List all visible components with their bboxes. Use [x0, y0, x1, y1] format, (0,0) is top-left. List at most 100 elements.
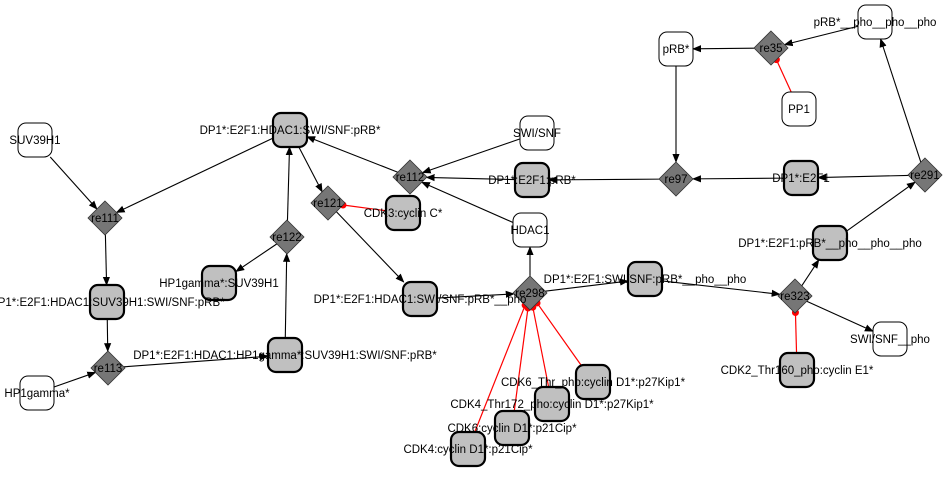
simple-node-shape[interactable]	[872, 321, 908, 357]
species-node[interactable]	[384, 194, 422, 232]
simple-node-shape[interactable]	[857, 4, 893, 40]
species-label: DP1*:E2F1:HDAC1:SWI/SNF:pRB*	[200, 125, 381, 137]
species-label: DP1*:E2F1	[772, 173, 830, 185]
simple-node-shape[interactable]	[19, 375, 55, 411]
reaction-node[interactable]	[269, 219, 305, 255]
species-label: CDK2_Thr160_pho:cyclin E1*	[721, 365, 874, 377]
reaction-node[interactable]	[907, 157, 943, 193]
complex-node-shape[interactable]	[778, 351, 816, 389]
reaction-node[interactable]	[392, 159, 428, 195]
reaction-edge	[235, 243, 278, 273]
species-node[interactable]	[513, 161, 551, 199]
reaction-label: re121	[313, 198, 342, 210]
reaction-edge	[285, 146, 293, 221]
complex-node-shape[interactable]	[384, 194, 422, 232]
species-label: CDK6_Thr_pho:cyclin D1*:p27Kip1*	[501, 377, 686, 389]
complex-node-shape[interactable]	[811, 224, 849, 262]
reaction-edge	[661, 280, 781, 297]
reaction-node[interactable]	[87, 200, 123, 236]
species-node[interactable]	[88, 283, 126, 321]
reaction-label: re113	[94, 363, 123, 375]
species-node[interactable]	[449, 430, 487, 468]
simple-node-shape[interactable]	[519, 115, 555, 151]
reaction-diamond[interactable]	[269, 219, 305, 255]
reaction-node[interactable]	[753, 30, 789, 66]
complex-node-shape[interactable]	[574, 363, 612, 401]
species-label: DP1*:E2F1:pRB*__pho__pho__pho	[738, 238, 922, 250]
species-node[interactable]	[658, 31, 694, 67]
reaction-diamond[interactable]	[907, 157, 943, 193]
complex-node-shape[interactable]	[533, 385, 571, 423]
species-node[interactable]	[781, 91, 817, 127]
reaction-label: re122	[272, 232, 301, 244]
modifier-edge	[513, 307, 529, 412]
reaction-edge	[783, 25, 859, 47]
species-node[interactable]	[872, 321, 908, 357]
reaction-edge	[817, 173, 909, 181]
modifier-edge	[536, 302, 582, 366]
species-node[interactable]	[626, 260, 664, 298]
simple-node-shape[interactable]	[781, 91, 817, 127]
complex-node-shape[interactable]	[88, 283, 126, 321]
species-node[interactable]	[857, 4, 893, 40]
species-label: DP1*:E2F1:HDAC1:HP1gamma*:SUV39H1:SWI/SN…	[133, 350, 437, 362]
species-node[interactable]	[782, 159, 820, 197]
complex-node-shape[interactable]	[401, 280, 439, 318]
complex-node-shape[interactable]	[513, 161, 551, 199]
complex-node-shape[interactable]	[449, 430, 487, 468]
species-node[interactable]	[493, 409, 531, 447]
reaction-edge	[335, 211, 405, 283]
reaction-diamond[interactable]	[777, 278, 813, 314]
reaction-node[interactable]	[90, 350, 126, 386]
species-node[interactable]	[266, 336, 304, 374]
complex-node-shape[interactable]	[782, 159, 820, 197]
reaction-node[interactable]	[658, 161, 694, 197]
species-node[interactable]	[778, 351, 816, 389]
reaction-diamond[interactable]	[658, 161, 694, 197]
species-node[interactable]	[401, 280, 439, 318]
reaction-diamond[interactable]	[753, 30, 789, 66]
reaction-diamond[interactable]	[512, 275, 548, 311]
reaction-label: re291	[910, 170, 939, 182]
species-label: pRB*__pho__pho__pho	[814, 17, 937, 29]
species-node[interactable]	[533, 385, 571, 423]
species-label: PP1	[788, 104, 810, 116]
reaction-node[interactable]	[310, 185, 346, 221]
modifier-edge	[532, 307, 550, 388]
simple-node-shape[interactable]	[512, 212, 548, 248]
reaction-label: re323	[780, 291, 809, 303]
reaction-edge	[282, 252, 291, 339]
reaction-node[interactable]	[777, 278, 813, 314]
complex-node-shape[interactable]	[493, 409, 531, 447]
complex-node-shape[interactable]	[266, 336, 304, 374]
reaction-edge	[123, 353, 269, 368]
species-node[interactable]	[271, 111, 309, 149]
modifier-edge	[775, 59, 792, 93]
species-label: DP1*:E2F1:SWI/SNF:pRB*__pho__pho	[544, 274, 747, 286]
reaction-diamond[interactable]	[310, 185, 346, 221]
reaction-edge	[298, 146, 323, 193]
species-label: pRB*	[663, 44, 690, 56]
complex-node-shape[interactable]	[626, 260, 664, 298]
species-node[interactable]	[811, 224, 849, 262]
reaction-label: re35	[759, 43, 782, 55]
reaction-node[interactable]	[512, 275, 548, 311]
species-node[interactable]	[17, 122, 53, 158]
complex-node-shape[interactable]	[271, 111, 309, 149]
complex-node-shape[interactable]	[200, 264, 238, 302]
reaction-edge	[846, 181, 916, 232]
simple-node-shape[interactable]	[17, 122, 53, 158]
reaction-diamond[interactable]	[87, 200, 123, 236]
species-node[interactable]	[519, 115, 555, 151]
reaction-label: re111	[91, 213, 119, 225]
simple-node-shape[interactable]	[658, 31, 694, 67]
species-node[interactable]	[19, 375, 55, 411]
reaction-diamond[interactable]	[392, 159, 428, 195]
species-node[interactable]	[574, 363, 612, 401]
reaction-edge	[545, 278, 629, 292]
species-node[interactable]	[200, 264, 238, 302]
species-node[interactable]	[512, 212, 548, 248]
reaction-diamond[interactable]	[90, 350, 126, 386]
reaction-edge	[548, 176, 660, 184]
